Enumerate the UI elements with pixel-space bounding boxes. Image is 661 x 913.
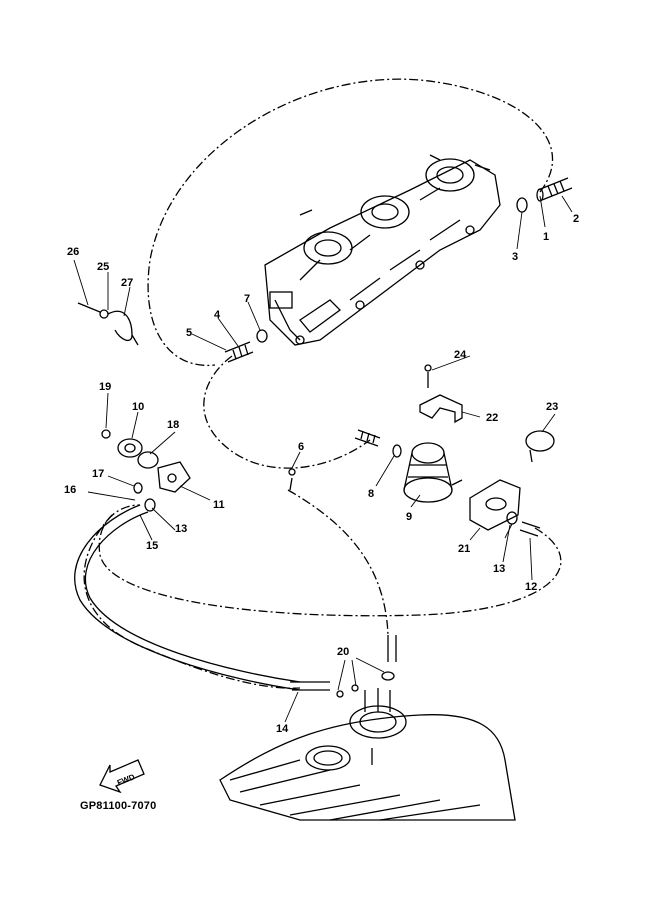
hose-part-4: [224, 341, 254, 363]
callout-26: 26: [67, 246, 79, 258]
callout-19: 19: [99, 381, 111, 393]
hose-part-16: [74, 504, 301, 691]
band-part-25: [77, 302, 139, 346]
hose-routing-line-middle: [203, 355, 371, 469]
callout-21: 21: [458, 543, 470, 555]
callout-5: 5: [186, 327, 192, 339]
callout-6: 6: [298, 441, 304, 453]
callout-17: 17: [92, 468, 104, 480]
filter-holder-part-21: [469, 479, 521, 531]
clip-part-3: [516, 197, 528, 213]
callout-3: 3: [512, 251, 518, 263]
clip-part-23: [525, 430, 555, 463]
callout-13-left: 13: [175, 523, 187, 535]
callout-25: 25: [97, 261, 109, 273]
fuel-tank: [219, 635, 516, 821]
callout-10: 10: [132, 401, 144, 413]
callout-1: 1: [543, 231, 549, 243]
fuel-filter-part-9: [403, 442, 463, 503]
hose-fitting-part-8: [354, 429, 402, 458]
hose-part-14: [290, 681, 330, 691]
clip-part-7: [256, 329, 268, 343]
callout-24: 24: [454, 349, 467, 361]
carburetor-assembly: [264, 154, 501, 346]
callout-22: 22: [486, 412, 498, 424]
callout-18: 18: [167, 419, 179, 431]
callout-12: 12: [525, 581, 537, 593]
cap-part-10: [117, 438, 143, 458]
hose-part-12: [519, 521, 541, 537]
callout-16: 16: [64, 484, 76, 496]
callout-2: 2: [573, 213, 579, 225]
callout-20: 20: [337, 646, 349, 658]
callout-14: 14: [276, 723, 289, 735]
hose-routing-line-upper: [147, 78, 553, 367]
valve-part-11: [157, 461, 191, 493]
bolt-part-19: [101, 429, 111, 439]
callout-23: 23: [546, 401, 558, 413]
clip-part-13-left: [144, 498, 156, 512]
callout-9: 9: [406, 511, 412, 523]
diagram-code: GP81100-7070: [80, 800, 157, 812]
callout-leaders: [73, 195, 573, 723]
callout-8: 8: [368, 488, 374, 500]
callout-15: 15: [146, 540, 158, 552]
bracket-part-22: [419, 364, 463, 424]
clip-part-13-right: [506, 511, 518, 525]
callout-4: 4: [214, 309, 221, 321]
callout-labels: 1 2 3 4 5 6 7 8 9 10 11 12 13 13 14 15 1…: [64, 213, 579, 787]
fwd-label: FWD: [116, 772, 136, 787]
hose-routing-line-to-tank: [287, 489, 389, 636]
hose-routing-line-lower-loop: [98, 504, 562, 617]
clip-part-6: [288, 468, 296, 491]
hose-part-1: [536, 177, 573, 202]
callout-13-right: 13: [493, 563, 505, 575]
callout-27: 27: [121, 277, 133, 289]
clip-part-17: [133, 482, 143, 494]
gasket-part-18: [137, 451, 159, 469]
fwd-arrow-icon: [99, 759, 145, 794]
callout-11: 11: [213, 499, 225, 511]
callout-7: 7: [244, 293, 250, 305]
